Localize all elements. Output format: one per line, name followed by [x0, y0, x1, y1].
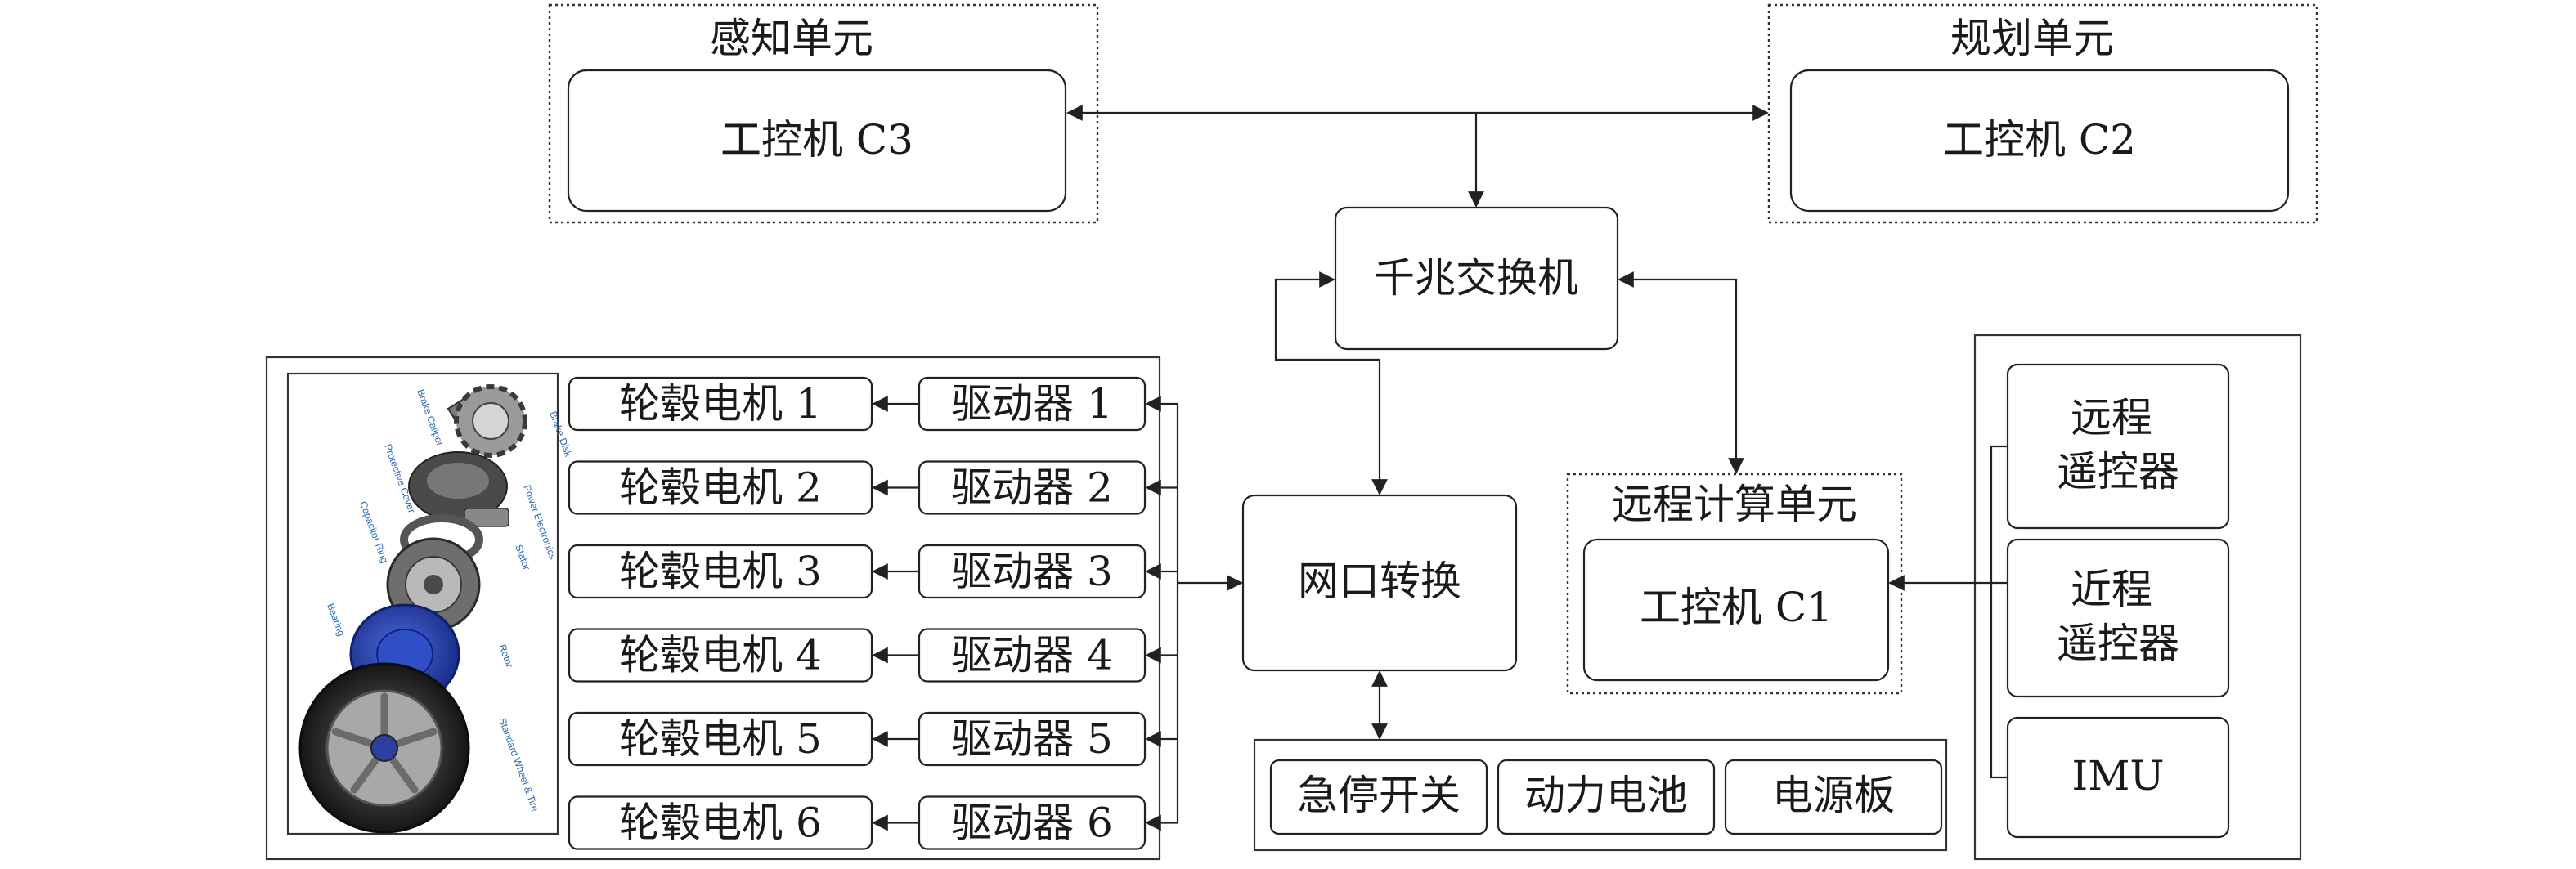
power-battery-label: 动力电池: [1524, 772, 1688, 819]
remote-compute-unit-title: 远程计算单元: [1612, 481, 1857, 528]
perception-unit: 感知单元 工控机 C3: [548, 3, 1099, 224]
power-board-label: 电源板: [1772, 772, 1895, 819]
wheel-part-caption-8: Rotor: [496, 643, 515, 669]
planning-unit-frame: [1767, 3, 2318, 224]
remote-compute-unit: 远程计算单元 工控机 C1: [1566, 473, 1903, 695]
wheel-part-caption-1: Brake Caliper: [415, 387, 446, 447]
ipc-c2-label: 工控机 C2: [1943, 116, 2136, 163]
wheel-part-caption-5: Capacitor Ring: [357, 499, 390, 564]
hub-motor-label-3: 轮毂电机 3: [619, 548, 822, 595]
perception-unit-title: 感知单元: [710, 15, 873, 62]
remote-controller-label: 远程 遥控器: [2057, 394, 2179, 495]
link-switch-c1: [1618, 271, 1744, 474]
ipc-c3-box: [567, 69, 1067, 213]
stator-core: [424, 575, 443, 594]
near-controller-label: 近程 遥控器: [2057, 566, 2179, 667]
brake-disk-hub: [472, 402, 509, 440]
wheel-part-caption-9: Standard Wheel & Tire: [496, 716, 541, 813]
ipc-c2-box: [1789, 69, 2290, 213]
planning-unit-title: 规划单元: [1950, 15, 2114, 62]
driver-label-6: 驱动器 6: [951, 800, 1113, 847]
hub-motor-box-1: [568, 376, 873, 432]
ipc-c1-label: 工控机 C1: [1640, 584, 1833, 631]
hub-motor-label-6: 轮毂电机 6: [619, 800, 822, 847]
driver-label-3: 驱动器 3: [951, 548, 1113, 595]
hub-motor-label-5: 轮毂电机 5: [619, 715, 822, 763]
hub-motor-box-3: [568, 544, 873, 599]
remote-controller-label-line2: 遥控器: [2057, 448, 2179, 495]
driver-label-2: 驱动器 2: [951, 464, 1113, 512]
controllers-group: 远程 遥控器 近程 遥控器 IMU: [1973, 334, 2302, 861]
controllers-bracket: [1990, 445, 2008, 779]
driver-list: 驱动器 1 驱动器 2 驱动器 3 驱动器 4 驱动器 5 驱动器 6: [872, 376, 1147, 850]
near-controller-box: [2006, 538, 2230, 698]
driver-box-5: [918, 711, 1147, 767]
driver-bus: [1145, 396, 1179, 831]
wheel-center-cap: [370, 734, 398, 762]
drive-group: 轮毂电机 1 轮毂电机 2 轮毂电机 3 轮毂电机 4 轮毂电机 5 轮毂电机 6 驱动器…: [265, 356, 1179, 861]
hub-motor-list: 轮毂电机 1 轮毂电机 2 轮毂电机 3 轮毂电机 4 轮毂电机 5 轮毂电机 6: [568, 376, 873, 850]
driver-box-1: [918, 376, 1147, 432]
hub-motor-label-2: 轮毂电机 2: [619, 464, 822, 512]
network-converter-box: [1241, 494, 1518, 672]
hub-motor-label-4: 轮毂电机 4: [619, 632, 822, 679]
planning-unit: 规划单元 工控机 C2: [1767, 3, 2318, 224]
wheel-image-frame: [286, 372, 559, 835]
hub-motor-box-2: [568, 460, 873, 515]
link-switch-converter: [1274, 271, 1388, 495]
network-converter-label: 网口转换: [1298, 558, 1461, 605]
hub-motor-box-4: [568, 628, 873, 683]
driver-box-2: [918, 460, 1147, 515]
power-board-box: [1724, 759, 1943, 835]
driver-label-4: 驱动器 4: [951, 632, 1113, 679]
driver-box-3: [918, 544, 1147, 599]
connections: [1066, 105, 2008, 779]
power-frame: [1253, 738, 1948, 852]
remote-controller-label-line1: 远程: [2071, 394, 2152, 441]
drive-group-frame: [265, 356, 1161, 861]
power-group: 急停开关 动力电池 电源板: [1253, 738, 1948, 852]
power-electronics-icon: [464, 508, 509, 527]
controllers-frame: [1973, 334, 2302, 861]
emergency-stop-label: 急停开关: [1297, 772, 1461, 819]
ipc-c1-box: [1582, 538, 1890, 682]
driver-box-4: [918, 628, 1147, 683]
driver-label-1: 驱动器 1: [951, 380, 1113, 428]
hub-motor-label-1: 轮毂电机 1: [619, 380, 822, 428]
perception-unit-frame: [548, 3, 1099, 224]
hub-motor-box-6: [568, 795, 873, 850]
driver-box-6: [918, 795, 1147, 850]
power-battery-box: [1497, 759, 1716, 835]
imu-label: IMU: [2071, 752, 2164, 800]
remote-controller-box: [2006, 363, 2230, 530]
emergency-stop-box: [1269, 759, 1488, 835]
near-controller-label-line1: 近程: [2071, 566, 2152, 613]
gigabit-switch-label: 千兆交换机: [1374, 254, 1578, 302]
near-controller-label-line2: 遥控器: [2057, 620, 2179, 667]
wheel-part-caption-7: Bearing: [325, 602, 347, 638]
driver-label-5: 驱动器 5: [951, 715, 1113, 763]
wheel-part-caption-6: Stator: [513, 543, 532, 571]
protective-cover-inner: [427, 463, 489, 499]
hub-motor-box-5: [568, 711, 873, 767]
ipc-c3-label: 工控机 C3: [720, 116, 913, 163]
